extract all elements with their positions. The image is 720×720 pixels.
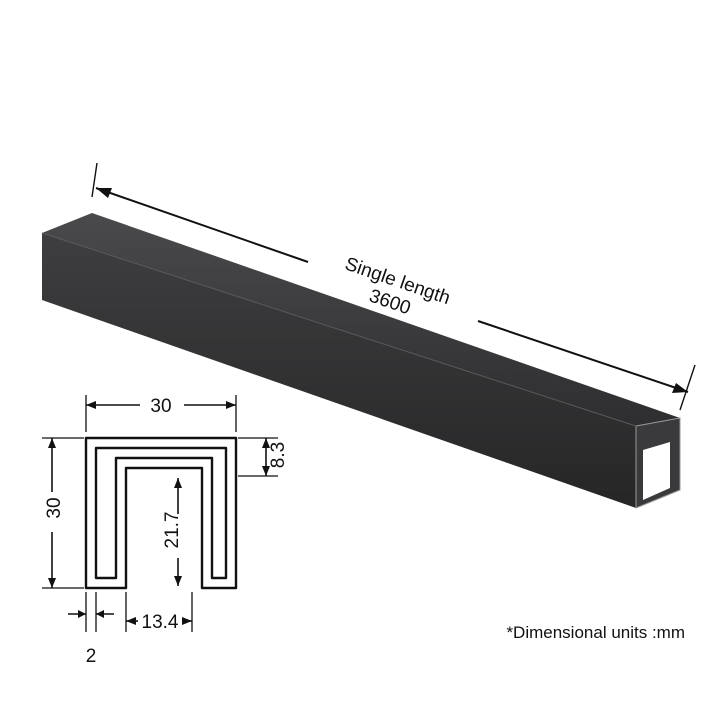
lip-label: 8.3: [268, 442, 289, 468]
width-label: 30: [150, 396, 171, 417]
wall-label: 2: [86, 646, 97, 667]
cross-section-inner-wall: [94, 446, 228, 580]
cross-section-outline: [84, 436, 238, 590]
slot-width-dimension: 13.4: [125, 592, 193, 633]
cross-section: [84, 436, 238, 590]
inner-depth-dimension: 21.7: [162, 478, 183, 586]
lip-dimension: 8.3: [238, 437, 289, 477]
profile-top-face: [42, 213, 680, 426]
height-label: 30: [44, 497, 65, 518]
profile-side-face: [42, 233, 636, 508]
width-dimension: 30: [85, 395, 237, 432]
profile-end-slot: [643, 442, 670, 500]
wall-dimension: 2: [68, 592, 114, 667]
inner-depth-label: 21.7: [162, 512, 183, 549]
slot-width-label: 13.4: [142, 612, 179, 633]
units-note: *Dimensional units :mm: [506, 623, 685, 642]
profile-bar: [41, 213, 681, 509]
height-dimension: 30: [42, 437, 84, 589]
